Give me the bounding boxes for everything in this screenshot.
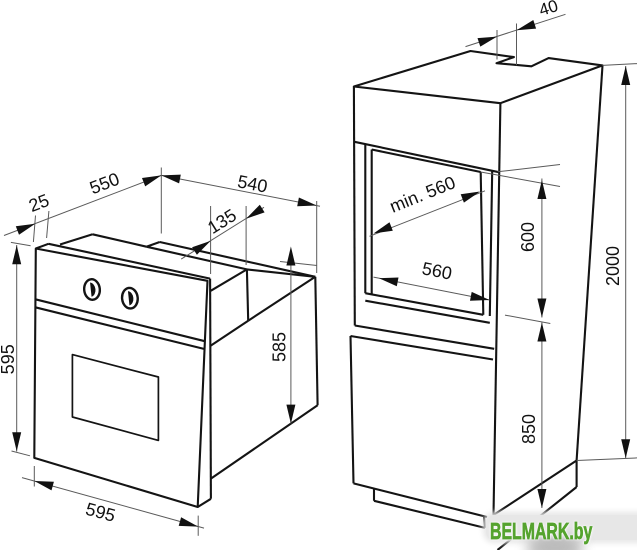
svg-text:600: 600 [518, 222, 538, 252]
svg-text:540: 540 [236, 171, 269, 196]
svg-text:595: 595 [0, 344, 18, 374]
svg-text:550: 550 [87, 169, 122, 198]
svg-text:135: 135 [204, 205, 240, 238]
svg-text:2000: 2000 [603, 246, 623, 286]
svg-text:585: 585 [270, 332, 290, 362]
svg-text:560: 560 [420, 258, 453, 283]
svg-text:850: 850 [519, 414, 539, 444]
svg-text:min. 560: min. 560 [387, 172, 459, 216]
svg-text:25: 25 [26, 190, 52, 216]
svg-text:40: 40 [537, 0, 561, 20]
